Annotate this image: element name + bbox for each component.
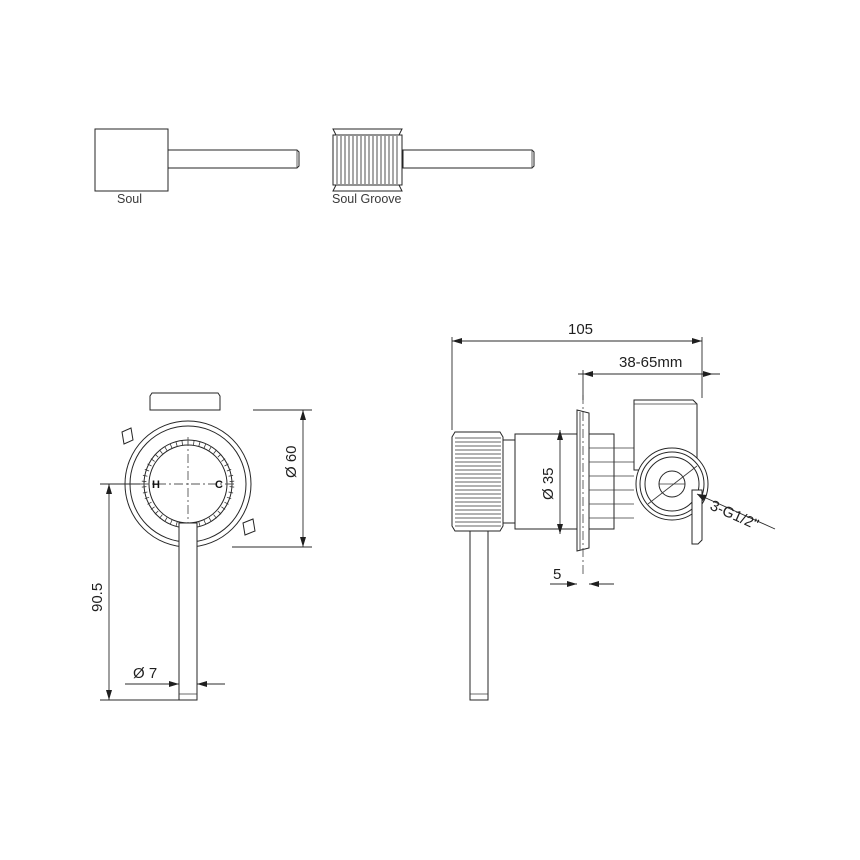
- section-port-slash: [647, 465, 698, 505]
- dim-905-arrow-top: [106, 484, 112, 494]
- dim-dia35-arrow-top: [557, 430, 563, 440]
- front-right-lug: [242, 518, 256, 536]
- dim-905-text: 90.5: [89, 583, 106, 612]
- dim-dia7-arrow-right: [197, 681, 207, 687]
- soul-groove-ribs: [336, 136, 398, 184]
- dim-thread-leader: [696, 493, 776, 530]
- front-view-dimensions: Ø 60 90.5 Ø 7: [89, 409, 312, 701]
- dim-105-arrow-left: [452, 338, 462, 344]
- soul-groove-block-outline: [332, 134, 403, 186]
- dim-dia60-text: Ø 60: [283, 445, 300, 478]
- dim-105-text: 105: [568, 321, 593, 338]
- dim-5-arrow-right: [589, 581, 599, 587]
- dim-dia35-text: Ø 35: [540, 467, 557, 500]
- dim-5-text: 5: [553, 566, 561, 583]
- dim-dia7-text: Ø 7: [133, 665, 157, 682]
- front-view: H C: [121, 392, 256, 701]
- section-knob-body: [451, 431, 504, 532]
- soul-caption: Soul: [117, 192, 142, 206]
- soul-groove-bottom-cap: [332, 184, 403, 192]
- section-rear-body-lines: [589, 447, 634, 519]
- dim-wall-text: 38-65mm: [619, 354, 682, 371]
- section-knob-ribs: [455, 437, 501, 527]
- hot-marker: H: [152, 479, 160, 491]
- dim-5-arrow-left: [567, 581, 577, 587]
- section-body-cylinder: [514, 433, 578, 530]
- cold-marker: C: [215, 479, 223, 491]
- section-lower-tail: [691, 489, 703, 545]
- section-port-ring-mid: [639, 451, 705, 517]
- handle-variant-soul-groove: Soul Groove: [332, 128, 535, 206]
- section-port-ring-inner: [644, 456, 700, 512]
- handle-variant-soul: Soul: [94, 128, 300, 206]
- soul-groove-caption: Soul Groove: [332, 192, 402, 206]
- soul-groove-lever-bar: [402, 149, 535, 169]
- dim-105-arrow-right: [692, 338, 702, 344]
- dim-dia60-arrow-bottom: [300, 537, 306, 547]
- dim-dia60-arrow-top: [300, 410, 306, 420]
- soul-groove-top-cap: [332, 128, 403, 136]
- soul-groove-block: [332, 134, 403, 186]
- dim-905-arrow-bottom: [106, 690, 112, 700]
- section-collar: [502, 439, 516, 524]
- dim-wall-arrow-right: [703, 371, 713, 377]
- front-handle-lever: [178, 522, 198, 701]
- section-rear-body: [588, 433, 615, 530]
- dim-dia35-arrow-bottom: [557, 524, 563, 534]
- dim-wall-arrow-left: [583, 371, 593, 377]
- dim-thread-arrow: [697, 494, 707, 501]
- section-handle-lever: [469, 530, 489, 701]
- front-top-tab: [149, 392, 221, 411]
- dim-dia7-arrow-left: [169, 681, 179, 687]
- front-left-lug: [121, 427, 134, 445]
- soul-lever-bar: [167, 149, 300, 169]
- section-view: [451, 395, 709, 701]
- soul-block: [94, 128, 169, 192]
